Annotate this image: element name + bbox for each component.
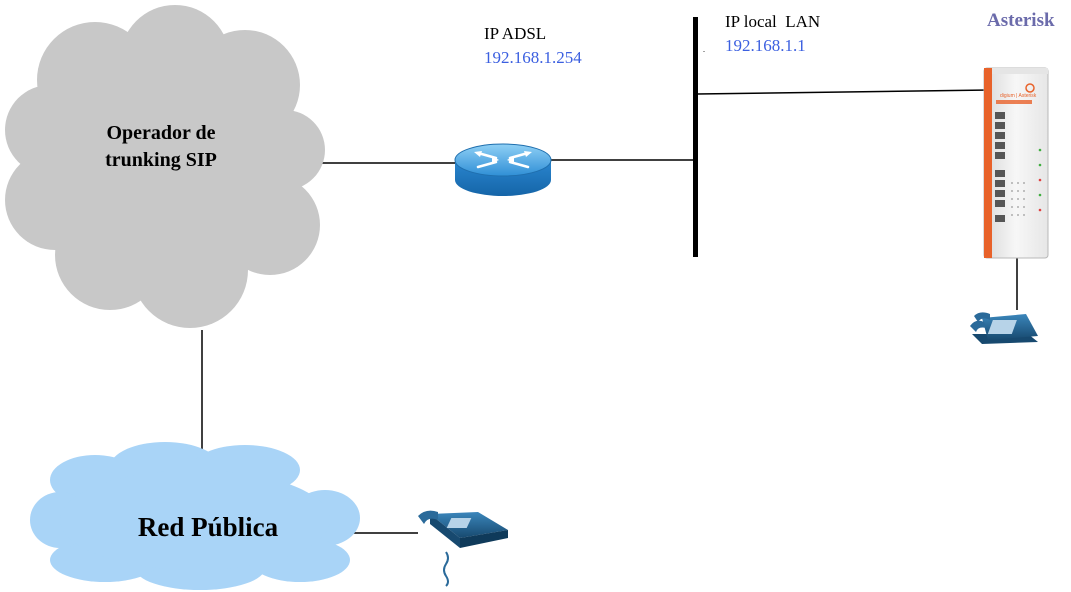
lan-bus-bar: [693, 17, 698, 257]
sip-cloud-label: Operador de trunking SIP: [80, 120, 242, 174]
adsl-ip: 192.168.1.254: [484, 48, 582, 67]
asterisk-appliance: digium | Asterisk: [983, 67, 1049, 259]
lan-title: IP local LAN: [725, 12, 821, 31]
asterisk-title: Asterisk: [987, 10, 1055, 31]
public-cloud-label: Red Pública: [137, 512, 279, 542]
bus-mark: .: [703, 45, 705, 54]
router-icon: [454, 143, 552, 196]
lan-ip: 192.168.1.1: [725, 36, 806, 55]
asterisk-logo-text: digium | Asterisk: [1000, 93, 1037, 99]
public-phone-icon: [418, 510, 508, 587]
sip-cloud-shape: [5, 5, 325, 328]
public-cloud-shape: [30, 442, 360, 590]
link-lan-asterisk: [696, 89, 991, 95]
sip-cloud-line1: Operador de: [106, 122, 216, 144]
asterisk-phone-icon: [970, 312, 1038, 344]
sip-cloud-line2: trunking SIP: [105, 149, 217, 171]
adsl-title: IP ADSL: [484, 24, 547, 43]
